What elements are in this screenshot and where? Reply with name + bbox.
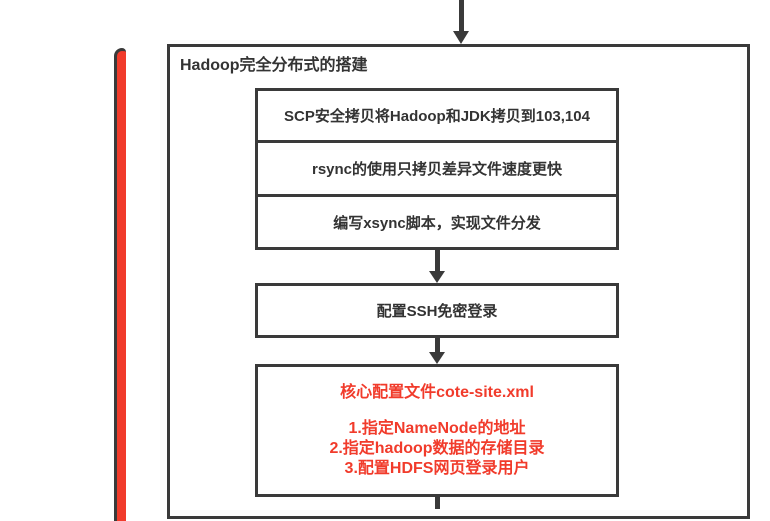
step-box-xsync: 编写xsync脚本，实现文件分发 <box>255 194 619 250</box>
step-box-ssh: 配置SSH免密登录 <box>255 283 619 338</box>
flow-arrow-1 <box>429 250 445 283</box>
arrowhead-down-icon <box>429 271 445 283</box>
flow-arrow-2 <box>429 338 445 364</box>
flow-arrow-continuation <box>434 497 440 509</box>
config-box-heading: 核心配置文件cote-site.xml <box>340 383 534 401</box>
step-box-scp: SCP安全拷贝将Hadoop和JDK拷贝到103,104 <box>255 88 619 143</box>
arrow-line <box>434 250 440 271</box>
arrow-line <box>434 497 440 509</box>
arrow-line <box>434 338 440 352</box>
diagram-title: Hadoop完全分布式的搭建 <box>180 57 368 74</box>
arrowhead-down-icon <box>453 31 469 44</box>
config-box-item: 1.指定NameNode的地址 <box>348 419 526 437</box>
config-box-item: 2.指定hadoop数据的存储目录 <box>329 439 545 457</box>
config-box: 核心配置文件cote-site.xml 1.指定NameNode的地址 2.指定… <box>255 364 619 497</box>
arrow-line <box>459 0 464 31</box>
arrowhead-down-icon <box>429 352 445 364</box>
flow-column: SCP安全拷贝将Hadoop和JDK拷贝到103,104 rsync的使用只拷贝… <box>255 88 619 509</box>
step-box-rsync: rsync的使用只拷贝差异文件速度更快 <box>255 140 619 197</box>
main-container: Hadoop完全分布式的搭建 SCP安全拷贝将Hadoop和JDK拷贝到103,… <box>167 44 750 519</box>
config-box-item: 3.配置HDFS网页登录用户 <box>344 459 530 477</box>
red-highlight-line <box>114 48 126 521</box>
